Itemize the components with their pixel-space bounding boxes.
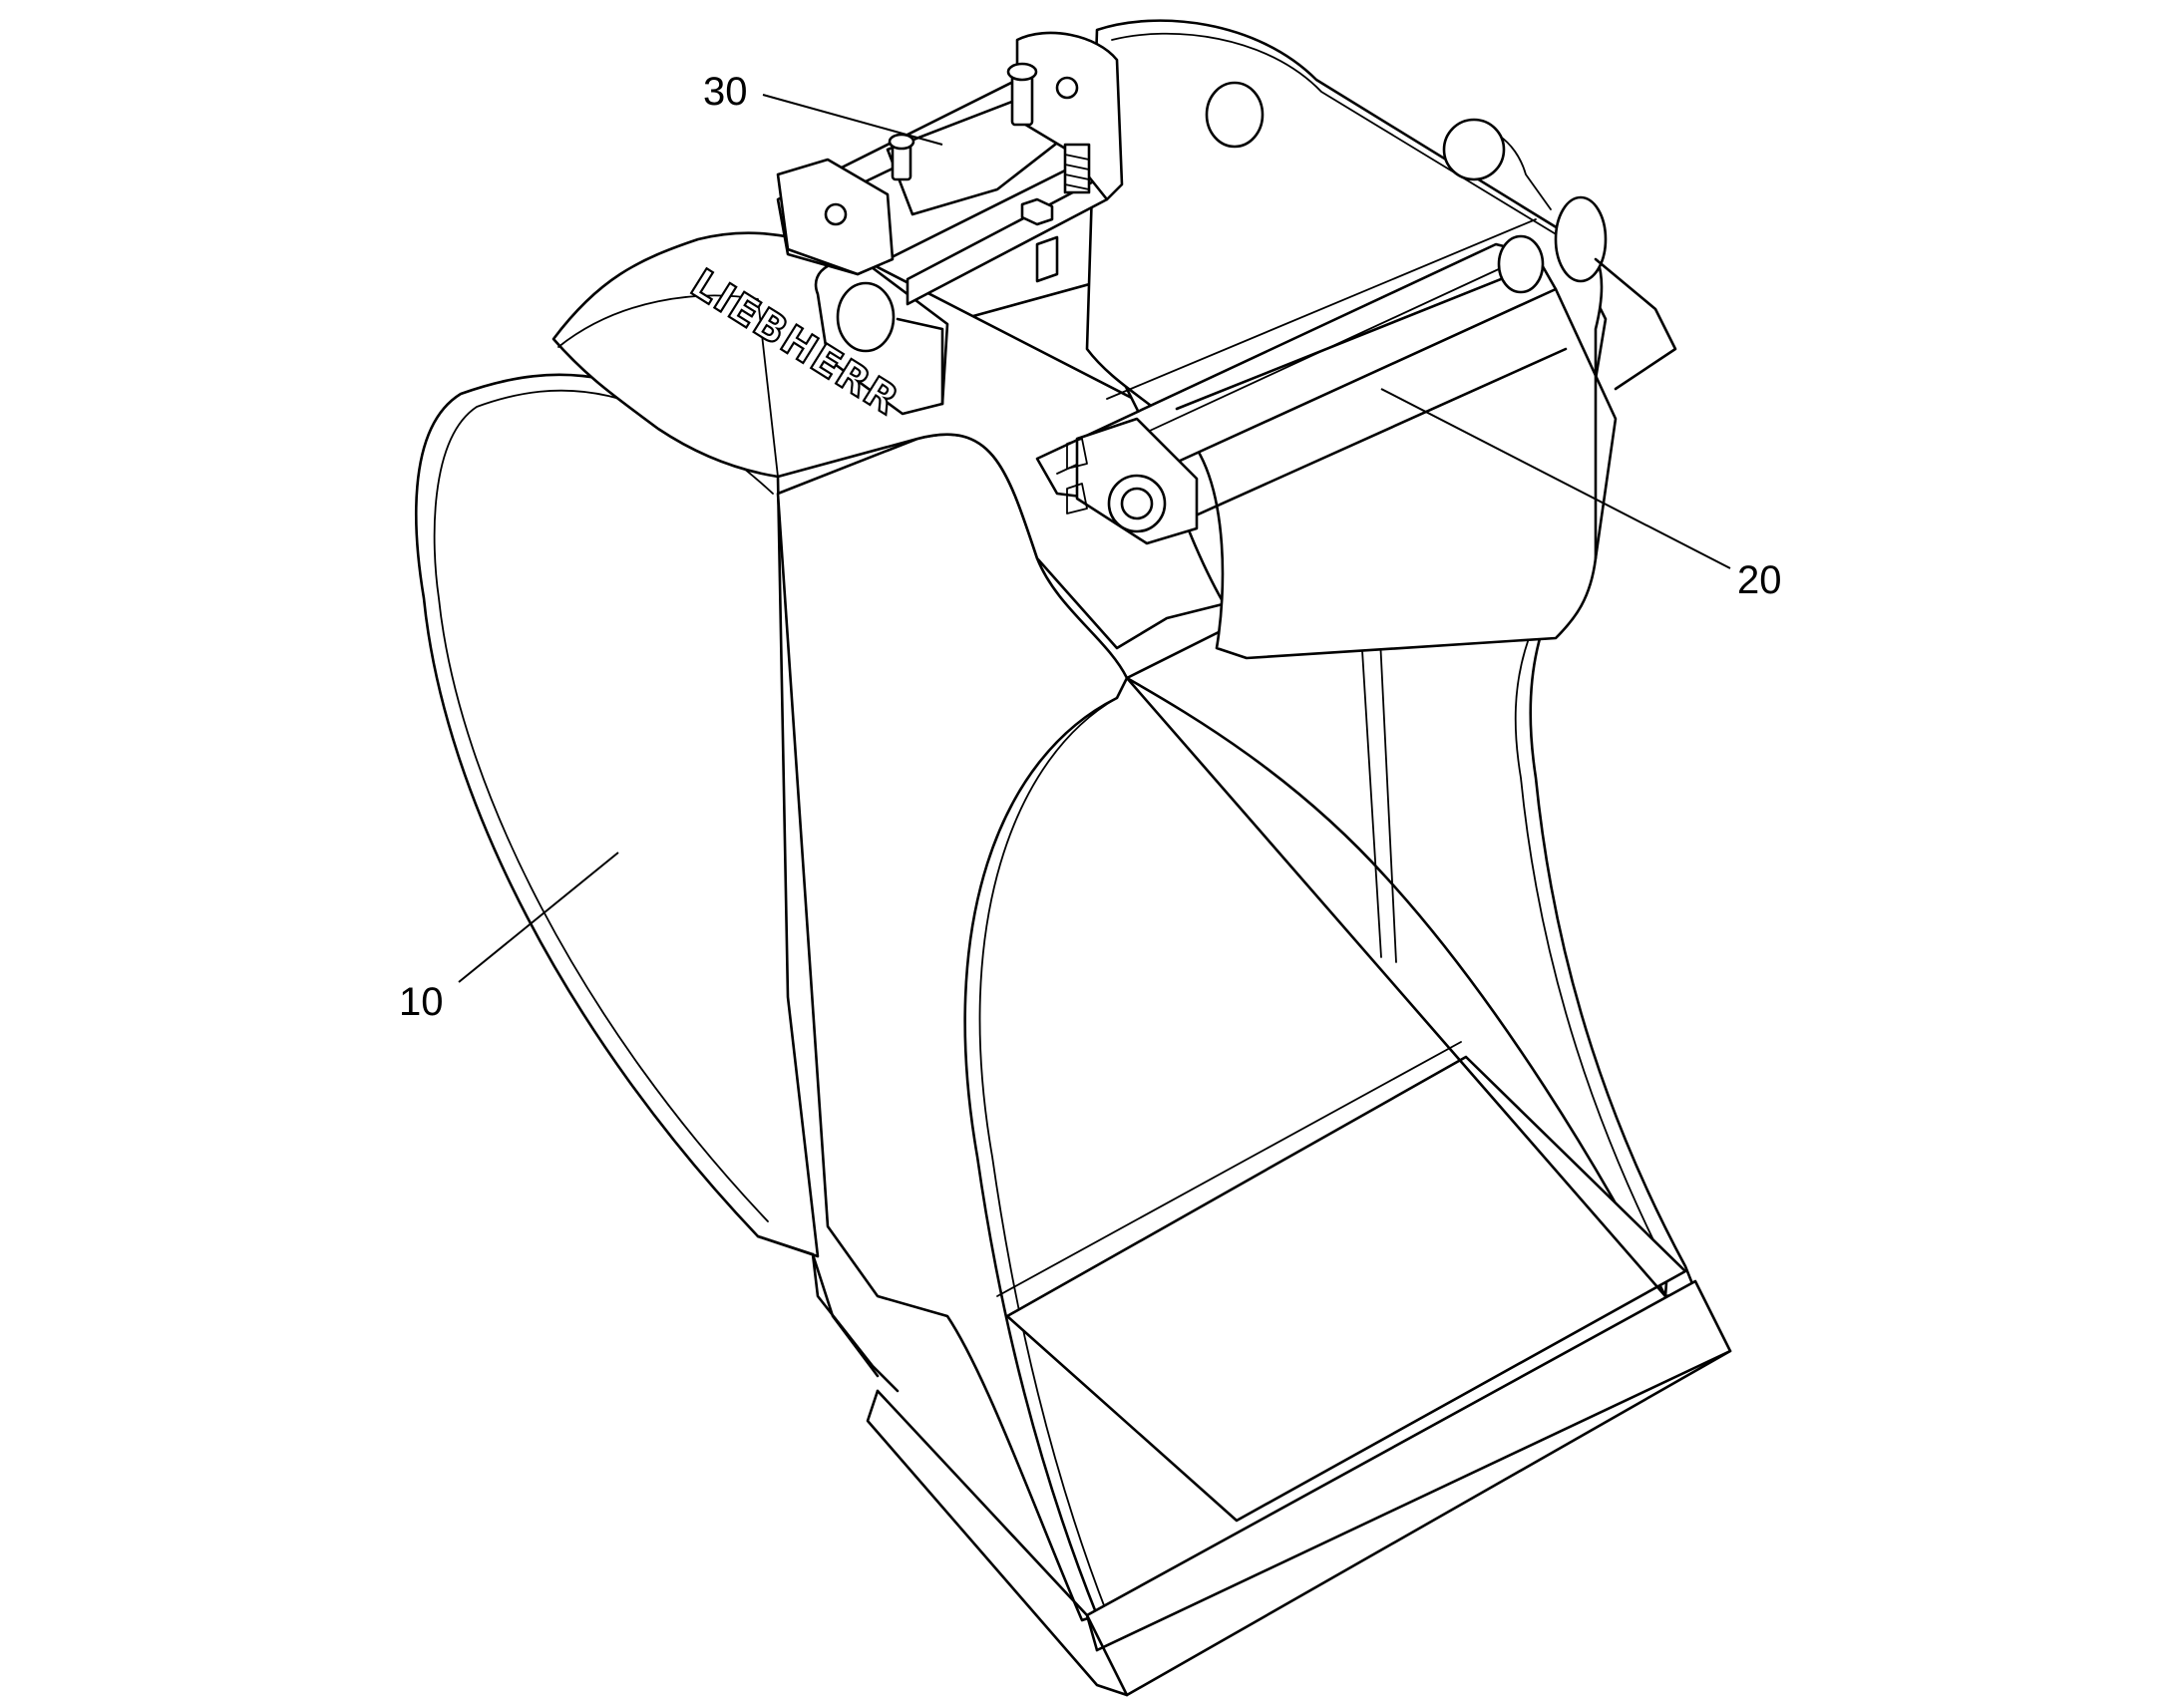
- reference-30: 30: [703, 70, 943, 146]
- bucket-body: [414, 373, 1732, 1697]
- reference-10: 10: [399, 852, 619, 1024]
- mount-assembly: [551, 19, 1677, 660]
- adapter-30: [776, 31, 1124, 306]
- front-pin-lug: [1066, 417, 1199, 545]
- reference-numeral-20: 20: [1737, 558, 1782, 602]
- reference-20: 20: [1380, 388, 1782, 602]
- reference-numeral-30: 30: [703, 70, 748, 114]
- reference-numeral-10: 10: [399, 980, 444, 1024]
